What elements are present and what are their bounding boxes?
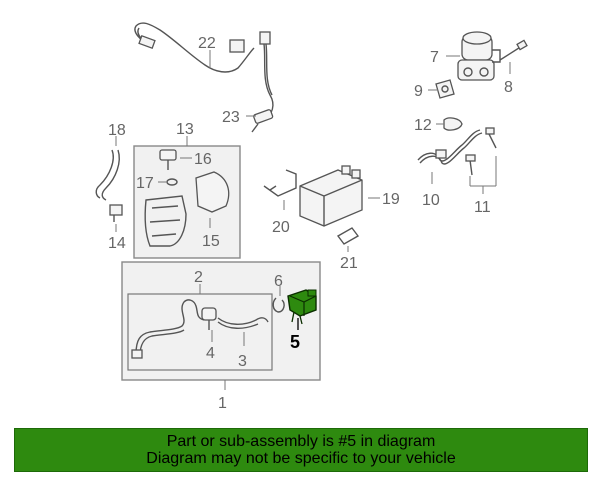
- part-3-hose: [217, 317, 269, 329]
- part-10-egr-tube: [417, 129, 483, 165]
- banner-line-2: Diagram may not be specific to your vehi…: [146, 450, 456, 467]
- part-21-bracket: [336, 227, 360, 245]
- callout-15: 15: [202, 233, 220, 250]
- part-4-valve: [201, 307, 217, 330]
- part-15-bracket: [144, 171, 230, 247]
- callout-12: 12: [414, 117, 432, 134]
- callout-4: 4: [206, 345, 215, 362]
- callout-11: 11: [474, 199, 491, 216]
- banner-line-1: Part or sub-assembly is #5 in diagram: [166, 433, 436, 450]
- callout-14: 14: [108, 235, 126, 252]
- part-9-gasket: [435, 79, 455, 99]
- callout-23: 23: [222, 109, 240, 126]
- part-14-bolt: [109, 204, 123, 222]
- callout-8: 8: [504, 79, 513, 96]
- callout-13: 13: [176, 121, 194, 138]
- part-18-hose: [95, 149, 120, 201]
- part-23-sensor: [251, 109, 274, 133]
- callout-1: 1: [218, 395, 227, 412]
- callout-9: 9: [414, 83, 423, 100]
- callout-20: 20: [272, 219, 290, 236]
- part-16-fitting: [159, 149, 177, 170]
- part-11-bolts: [465, 127, 497, 176]
- part-6-clip: [272, 297, 285, 313]
- callout-21: 21: [340, 255, 358, 272]
- part-12-gasket: [443, 117, 463, 131]
- part-17-clip: [166, 178, 178, 186]
- callout-7: 7: [430, 49, 439, 66]
- callout-22: 22: [198, 35, 216, 52]
- callout-3: 3: [238, 353, 247, 370]
- callout-19: 19: [382, 191, 400, 208]
- part-2-vacuum-hose: [131, 299, 205, 359]
- callout-5: 5: [290, 332, 300, 352]
- part-19-canister: [299, 165, 363, 227]
- info-banner: Part or sub-assembly is #5 in diagram Di…: [14, 428, 588, 472]
- part-20-bracket: [263, 169, 297, 197]
- callout-10: 10: [422, 192, 440, 209]
- callout-16: 16: [194, 151, 212, 168]
- callout-18: 18: [108, 122, 126, 139]
- callout-2: 2: [194, 269, 203, 286]
- callout-17: 17: [136, 175, 154, 192]
- part-5-solenoid-highlighted[interactable]: [287, 289, 317, 325]
- callout-6: 6: [274, 273, 283, 290]
- part-8-bolt: [499, 39, 528, 61]
- part-7-egr-valve: [457, 31, 501, 81]
